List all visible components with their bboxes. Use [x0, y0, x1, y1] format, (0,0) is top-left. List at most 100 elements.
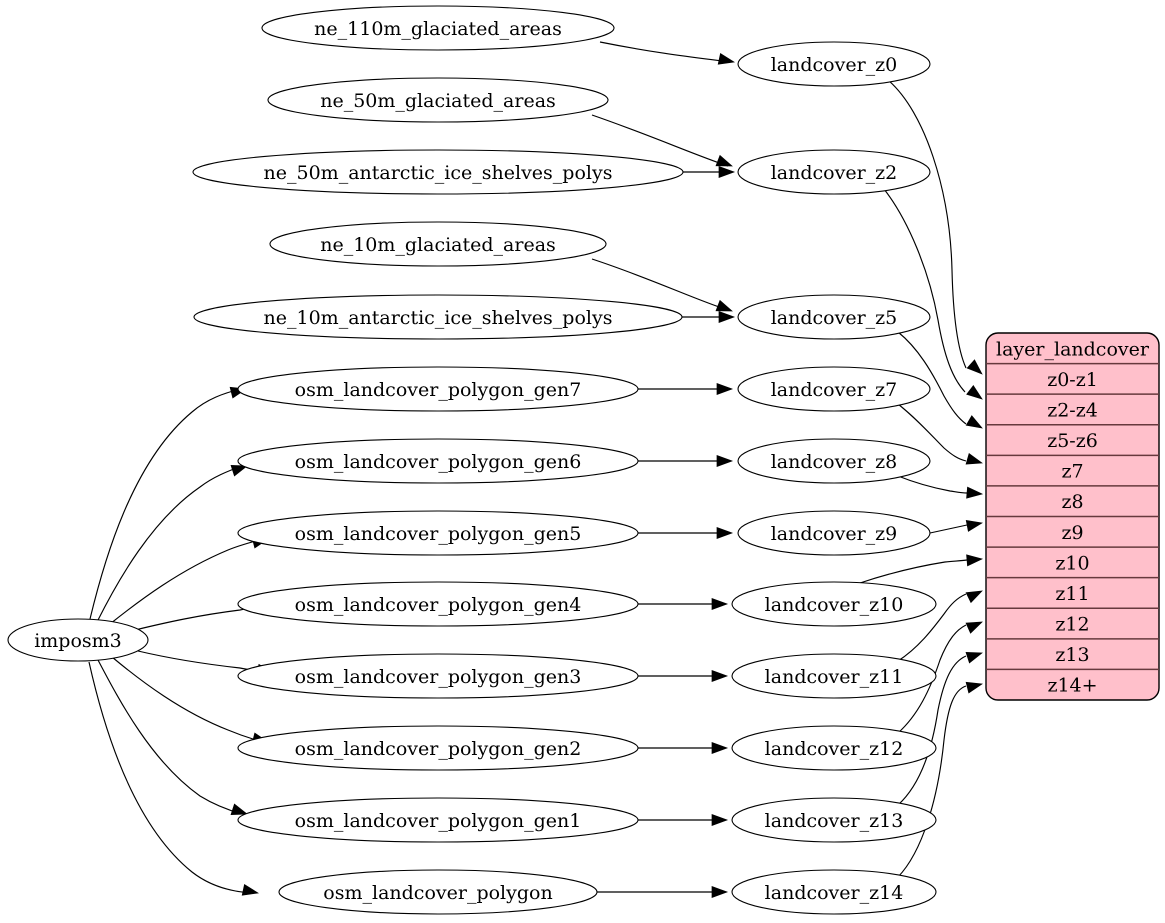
edge-imposm3-to-osm_landcover_polygon_gen5 [109, 538, 264, 625]
edge-landcover_z7-to-record.z7 [897, 403, 967, 462]
node-landcover_z9[interactable]: landcover_z9 [737, 510, 931, 556]
nodes-layer: imposm3 ne_110m_glaciated_areas ne_50m_gla… [7, 5, 937, 915]
node-shape-osm_landcover_polygon_gen2 [237, 725, 639, 771]
node-osm_landcover_polygon_gen2[interactable]: osm_landcover_polygon_gen2 [237, 725, 639, 771]
edge-landcover_z14-to-record.z14+ [897, 685, 967, 878]
node-label-osm_landcover_polygon: osm_landcover_polygon [323, 882, 552, 904]
node-imposm3[interactable]: imposm3 [7, 618, 149, 662]
node-landcover_z2[interactable]: landcover_z2 [737, 149, 931, 195]
edge-ne_10m_glaciated_areas-to-landcover_z5 [591, 258, 729, 311]
record-header-label: layer_landcover [996, 338, 1150, 360]
node-label-landcover_z13: landcover_z13 [765, 810, 904, 832]
edge-landcover_z2-to-record.z2-z4 [883, 188, 966, 393]
node-shape-osm_landcover_polygon_gen4 [237, 581, 639, 627]
record-row-z9[interactable]: z9 [1061, 522, 1083, 544]
node-label-osm_landcover_polygon_gen6: osm_landcover_polygon_gen6 [295, 451, 582, 473]
record-row-z5-z6[interactable]: z5-z6 [1047, 430, 1098, 452]
node-label-landcover_z14: landcover_z14 [765, 882, 904, 904]
node-landcover_z7[interactable]: landcover_z7 [737, 366, 931, 412]
node-shape-landcover_z7 [737, 366, 931, 412]
node-ne_50m_antarctic_ice_shelves_polys[interactable]: ne_50m_antarctic_ice_shelves_polys [192, 149, 684, 195]
arrowhead [965, 590, 983, 604]
node-shape-landcover_z9 [737, 510, 931, 556]
node-label-landcover_z12: landcover_z12 [765, 738, 904, 760]
edges-layer [88, 41, 968, 894]
node-osm_landcover_polygon_gen5[interactable]: osm_landcover_polygon_gen5 [237, 510, 639, 556]
arrowhead [711, 741, 729, 755]
node-landcover_z5[interactable]: landcover_z5 [737, 294, 931, 340]
node-shape-ne_50m_antarctic_ice_shelves_polys [192, 149, 684, 195]
node-label-osm_landcover_polygon_gen7: osm_landcover_polygon_gen7 [295, 379, 582, 401]
arrowhead [715, 154, 733, 167]
node-landcover_z12[interactable]: landcover_z12 [731, 725, 937, 771]
node-shape-landcover_z0 [737, 41, 931, 87]
record-row-z7[interactable]: z7 [1061, 461, 1083, 483]
node-landcover_z14[interactable]: landcover_z14 [731, 869, 937, 915]
node-landcover_z8[interactable]: landcover_z8 [737, 438, 931, 484]
record-row-z12[interactable]: z12 [1055, 614, 1089, 636]
arrowhead [716, 526, 734, 540]
arrowhead [966, 384, 983, 400]
node-shape-osm_landcover_polygon_gen5 [237, 510, 639, 556]
record-row-z13[interactable]: z13 [1055, 644, 1089, 666]
arrowhead [965, 681, 983, 694]
edge-landcover_z10-to-record.z10 [859, 559, 968, 584]
node-shape-landcover_z10 [731, 581, 937, 627]
arrowhead [718, 310, 736, 324]
node-osm_landcover_polygon_gen1[interactable]: osm_landcover_polygon_gen1 [237, 797, 639, 843]
node-ne_110m_glaciated_areas[interactable]: ne_110m_glaciated_areas [261, 5, 615, 51]
node-label-ne_50m_antarctic_ice_shelves_polys: ne_50m_antarctic_ice_shelves_polys [264, 162, 613, 184]
record-row-z2-z4[interactable]: z2-z4 [1047, 399, 1098, 421]
node-label-ne_50m_glaciated_areas: ne_50m_glaciated_areas [320, 90, 556, 112]
node-shape-ne_110m_glaciated_areas [261, 5, 615, 51]
node-osm_landcover_polygon_gen4[interactable]: osm_landcover_polygon_gen4 [237, 581, 639, 627]
node-shape-landcover_z14 [731, 869, 937, 915]
node-landcover_z0[interactable]: landcover_z0 [737, 41, 931, 87]
node-shape-osm_landcover_polygon_gen6 [237, 438, 639, 484]
arrowhead [241, 883, 259, 896]
edge-ne_110m_glaciated_areas-to-landcover_z0 [599, 41, 731, 63]
record-row-z0-z1[interactable]: z0-z1 [1047, 369, 1098, 391]
node-label-osm_landcover_polygon_gen4: osm_landcover_polygon_gen4 [295, 594, 582, 616]
node-landcover_z11[interactable]: landcover_z11 [731, 653, 937, 699]
record-row-z10[interactable]: z10 [1055, 552, 1089, 574]
edge-imposm3-to-osm_landcover_polygon_gen2 [111, 656, 264, 743]
record-row-z11[interactable]: z11 [1055, 583, 1089, 605]
node-shape-ne_10m_glaciated_areas [269, 221, 607, 267]
node-osm_landcover_polygon_gen6[interactable]: osm_landcover_polygon_gen6 [237, 438, 639, 484]
arrowhead [966, 486, 984, 499]
node-osm_landcover_polygon_gen7[interactable]: osm_landcover_polygon_gen7 [237, 366, 639, 412]
node-shape-ne_10m_antarctic_ice_shelves_polys [193, 294, 683, 340]
node-shape-imposm3 [7, 618, 149, 662]
node-osm_landcover_polygon_gen3[interactable]: osm_landcover_polygon_gen3 [237, 653, 639, 699]
node-ne_10m_antarctic_ice_shelves_polys[interactable]: ne_10m_antarctic_ice_shelves_polys [193, 294, 683, 340]
node-shape-osm_landcover_polygon_gen7 [237, 366, 639, 412]
node-landcover_z10[interactable]: landcover_z10 [731, 581, 937, 627]
node-ne_10m_glaciated_areas[interactable]: ne_10m_glaciated_areas [269, 221, 607, 267]
edge-landcover_z11-to-record.z11 [897, 593, 967, 662]
node-label-ne_110m_glaciated_areas: ne_110m_glaciated_areas [314, 18, 562, 40]
arrowhead [230, 465, 248, 477]
arrowhead [716, 454, 734, 468]
edge-landcover_z8-to-record.z8 [897, 475, 968, 494]
arrowhead [965, 621, 983, 634]
arrowhead [965, 520, 983, 532]
node-ne_50m_glaciated_areas[interactable]: ne_50m_glaciated_areas [267, 77, 609, 123]
node-shape-landcover_z8 [737, 438, 931, 484]
record-row-z14+[interactable]: z14+ [1047, 675, 1097, 697]
node-osm_landcover_polygon[interactable]: osm_landcover_polygon [278, 869, 598, 915]
node-label-landcover_z11: landcover_z11 [765, 666, 904, 688]
edge-imposm3-to-osm_landcover_polygon [88, 661, 254, 894]
record-row-z8[interactable]: z8 [1061, 491, 1083, 513]
edge-imposm3-to-osm_landcover_polygon_gen6 [96, 465, 243, 623]
node-landcover_z13[interactable]: landcover_z13 [731, 797, 937, 843]
node-shape-landcover_z12 [731, 725, 937, 771]
arrowhead [715, 299, 733, 312]
node-shape-ne_50m_glaciated_areas [267, 77, 609, 123]
node-shape-osm_landcover_polygon_gen1 [237, 797, 639, 843]
edge-landcover_z9-to-record.z9 [929, 524, 968, 534]
arrowhead [230, 803, 248, 815]
node-label-osm_landcover_polygon_gen5: osm_landcover_polygon_gen5 [295, 523, 582, 545]
edge-imposm3-to-osm_landcover_polygon_gen7 [89, 388, 242, 620]
